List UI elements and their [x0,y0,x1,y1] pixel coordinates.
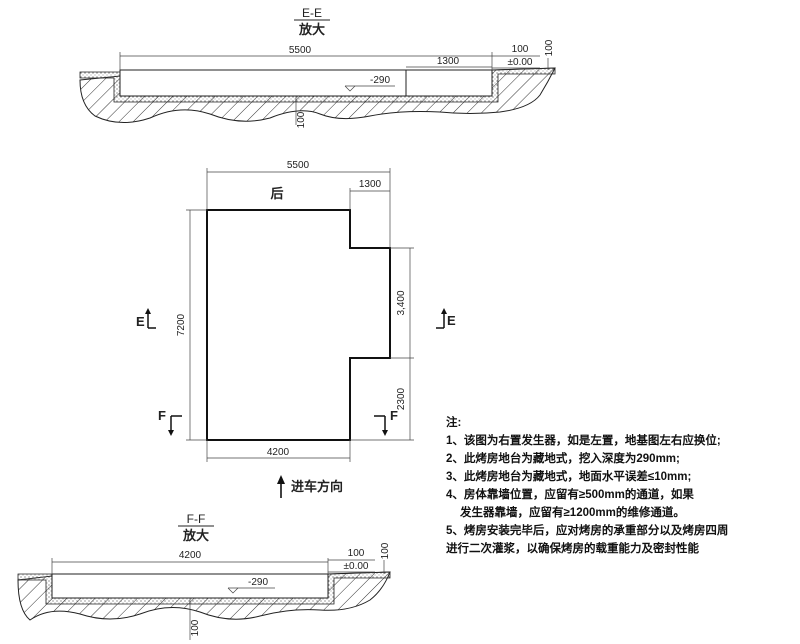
note-1: 1、该图为右置发生器，如是左置，地基图左右应换位; [446,435,721,447]
plan-back-label: 后 [270,186,283,201]
note-2: 2、此烤房地台为藏地式，挖入深度为290mm; [446,453,680,465]
section-ee-code: E-E [302,6,322,20]
section-ee-label: 放大 [298,22,325,37]
note-5a: 5、烤房安装完毕后，应对烤房的承重部分以及烤房四周 [446,525,729,537]
notes-panel: 注: 1、该图为右置发生器，如是左置，地基图左右应换位; 2、此烤房地台为藏地式… [446,414,796,558]
section-mark-f-right: F [374,408,398,436]
section-ff-label: 放大 [182,528,209,543]
plan-notch-width: 1300 [359,179,382,190]
section-ff-edge: 100 [348,548,365,559]
plan-width-top: 5500 [287,160,310,171]
section-mark-e-right: E [436,308,456,329]
section-ff-depth: -290 [248,577,268,588]
section-ee: E-E 放大 5500 1300 100 ±0.00 100 -290 100 [79,6,556,128]
note-4a: 4、房体靠墙位置，应留有≥500mm的通道，如果 [446,489,694,501]
section-ee-base: 100 [296,111,307,128]
note-3: 3、此烤房地台为藏地式，地面水平误差≤10mm; [446,471,692,483]
svg-text:F: F [390,408,398,423]
entry-direction-label: 进车方向 [291,479,343,494]
section-ff-base: 100 [190,619,201,636]
entry-direction: 进车方向 [277,475,343,498]
plan-view: 5500 1300 后 7200 3,400 2300 4200 E [136,160,456,498]
svg-text:F: F [158,408,166,423]
section-mark-f-left: F [158,408,182,436]
svg-text:E: E [447,313,456,328]
section-ee-depth: -290 [370,75,390,86]
section-ee-length: 5500 [289,45,312,56]
note-5b: 进行二次灌浆，以确保烤房的载重能力及密封性能 [446,543,699,555]
svg-text:E: E [136,314,145,329]
section-ff-level: ±0.00 [344,561,369,572]
section-ee-inner: 1300 [437,56,460,67]
section-mark-e-left: E [136,308,156,329]
section-ff-height: 100 [380,542,391,559]
notes-title: 注: [446,417,462,429]
section-ff-length: 4200 [179,550,202,561]
section-ff-code: F-F [187,512,206,526]
plan-notch-height: 3,400 [396,290,407,315]
section-ff: F-F 放大 4200 100 ±0.00 100 -290 100 [17,512,391,640]
section-ee-edge: 100 [512,44,529,55]
plan-width-bottom: 4200 [267,447,290,458]
section-ee-level: ±0.00 [508,57,533,68]
plan-length: 7200 [176,313,187,336]
note-4b: 发生器靠墙，应留有≥1200mm的维修通道。 [460,507,685,519]
plan-lower: 2300 [396,387,407,410]
section-ee-height: 100 [544,39,555,56]
